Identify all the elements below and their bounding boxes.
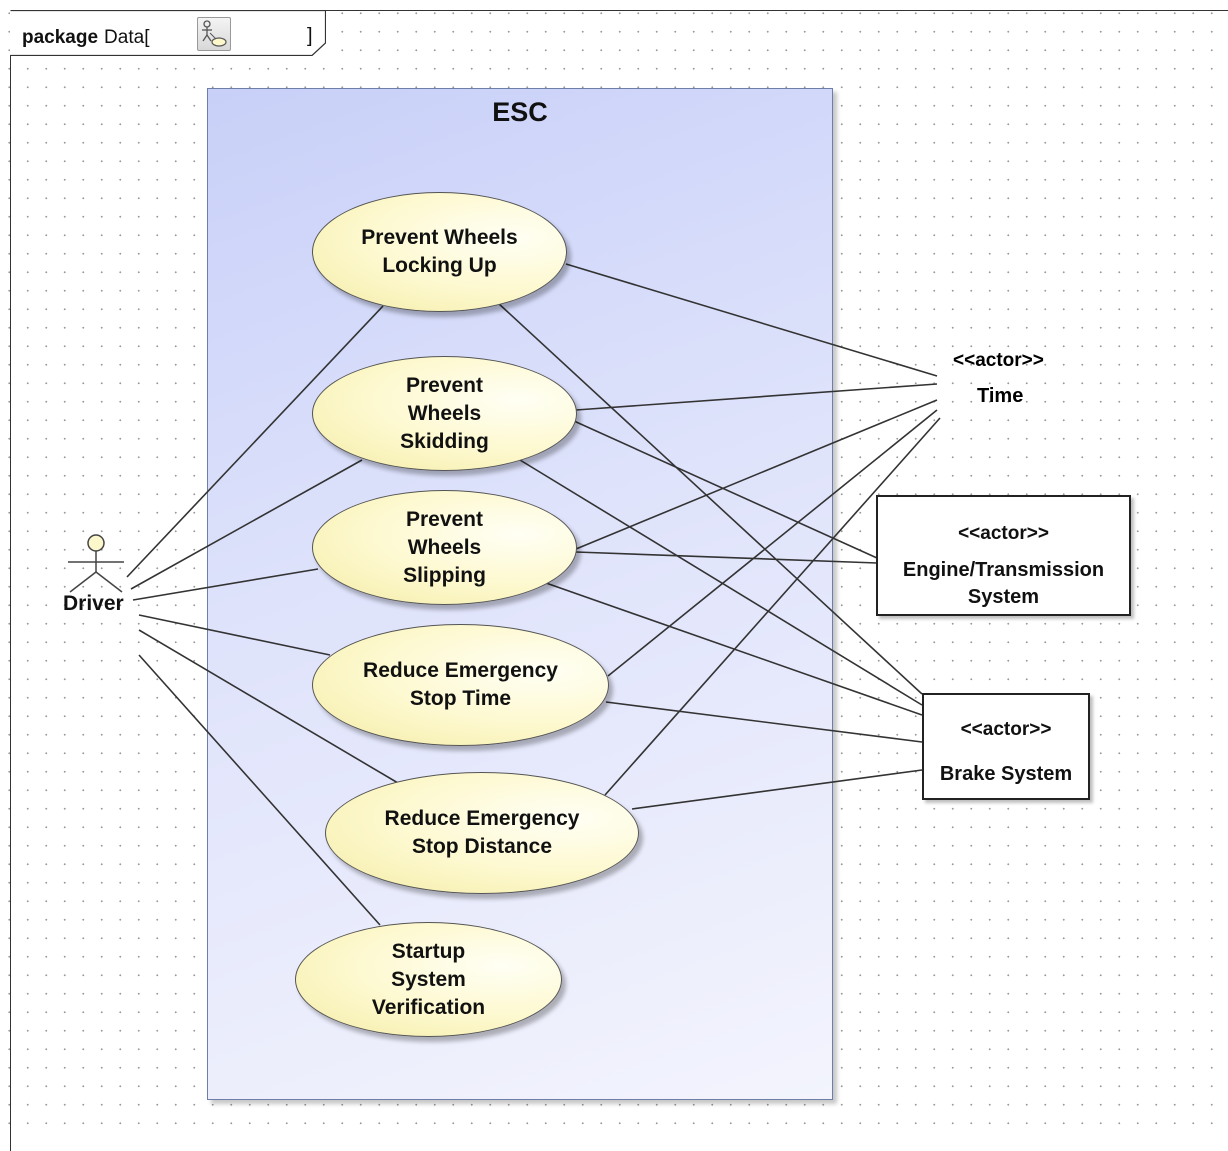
package-tab-outline [10,10,326,56]
assoc-driver-slipping [132,568,319,601]
assoc-driver-startup [138,654,381,926]
stick-figure-icon[interactable] [66,530,130,594]
usecase-startup-system-verification[interactable]: Startup System Verification [295,922,562,1037]
actor-time-stereotype: <<actor>> [953,350,1044,371]
assoc-skidding-brake [519,459,923,706]
assoc-slipping-time [575,399,938,550]
assoc-driver-locking [126,305,384,578]
assoc-slipping-brake [545,582,923,716]
usecase-prevent-wheels-slipping[interactable]: Prevent Wheels Slipping [312,490,577,605]
actor-driver-name: Driver [63,592,124,615]
actor-time-name[interactable]: Time [977,385,1024,407]
usecase-prevent-wheels-locking-up[interactable]: Prevent Wheels Locking Up [312,192,567,312]
assoc-skidding-engine [573,420,878,559]
actor-brake-name: Brake System [939,763,1073,785]
usecase-label: Reduce Emergency Stop Time [363,659,558,710]
system-title: ESC [492,97,548,127]
package-frame [10,10,1228,1151]
assoc-driver-stopdistance [138,629,399,784]
assoc-locking-brake [497,302,923,695]
usecase-reduce-emergency-stop-time[interactable]: Reduce Emergency Stop Time [312,624,609,746]
assoc-stopdistance-time [604,417,941,796]
usecase-reduce-emergency-stop-distance[interactable]: Reduce Emergency Stop Distance [325,772,639,894]
usecase-label: Reduce Emergency Stop Distance [384,807,580,858]
assoc-locking-time [565,263,938,377]
assoc-driver-stoptime [138,614,331,656]
usecase-label: Prevent Wheels Slipping [403,507,486,587]
assoc-skidding-time [575,383,938,411]
usecase-diagram-icon [197,17,231,51]
assoc-driver-skidding [130,459,363,590]
actor-engine-name: Engine/Transmission System [902,559,1105,608]
assoc-stoptime-time [607,409,938,677]
actor-engine-transmission-system[interactable]: <<actor>> Engine/Transmission System [876,495,1131,616]
package-close-bracket: ] [307,25,313,47]
usecase-label: Prevent Wheels Locking Up [361,226,518,277]
actor-engine-stereotype: <<actor>> [958,523,1049,544]
package-open-bracket: [ [144,27,150,48]
assoc-stoptime-brake [605,701,923,743]
assoc-slipping-engine [575,551,878,564]
usecase-label: Prevent Wheels Skidding [400,373,489,453]
package-name: Data [104,27,145,48]
actor-brake-system[interactable]: <<actor>> Brake System [922,693,1090,800]
usecase-label: Startup System Verification [371,939,486,1019]
usecase-prevent-wheels-skidding[interactable]: Prevent Wheels Skidding [312,356,577,471]
assoc-stopdistance-brake [631,769,923,810]
actor-brake-stereotype: <<actor>> [960,719,1052,740]
package-keyword: package [22,27,99,48]
